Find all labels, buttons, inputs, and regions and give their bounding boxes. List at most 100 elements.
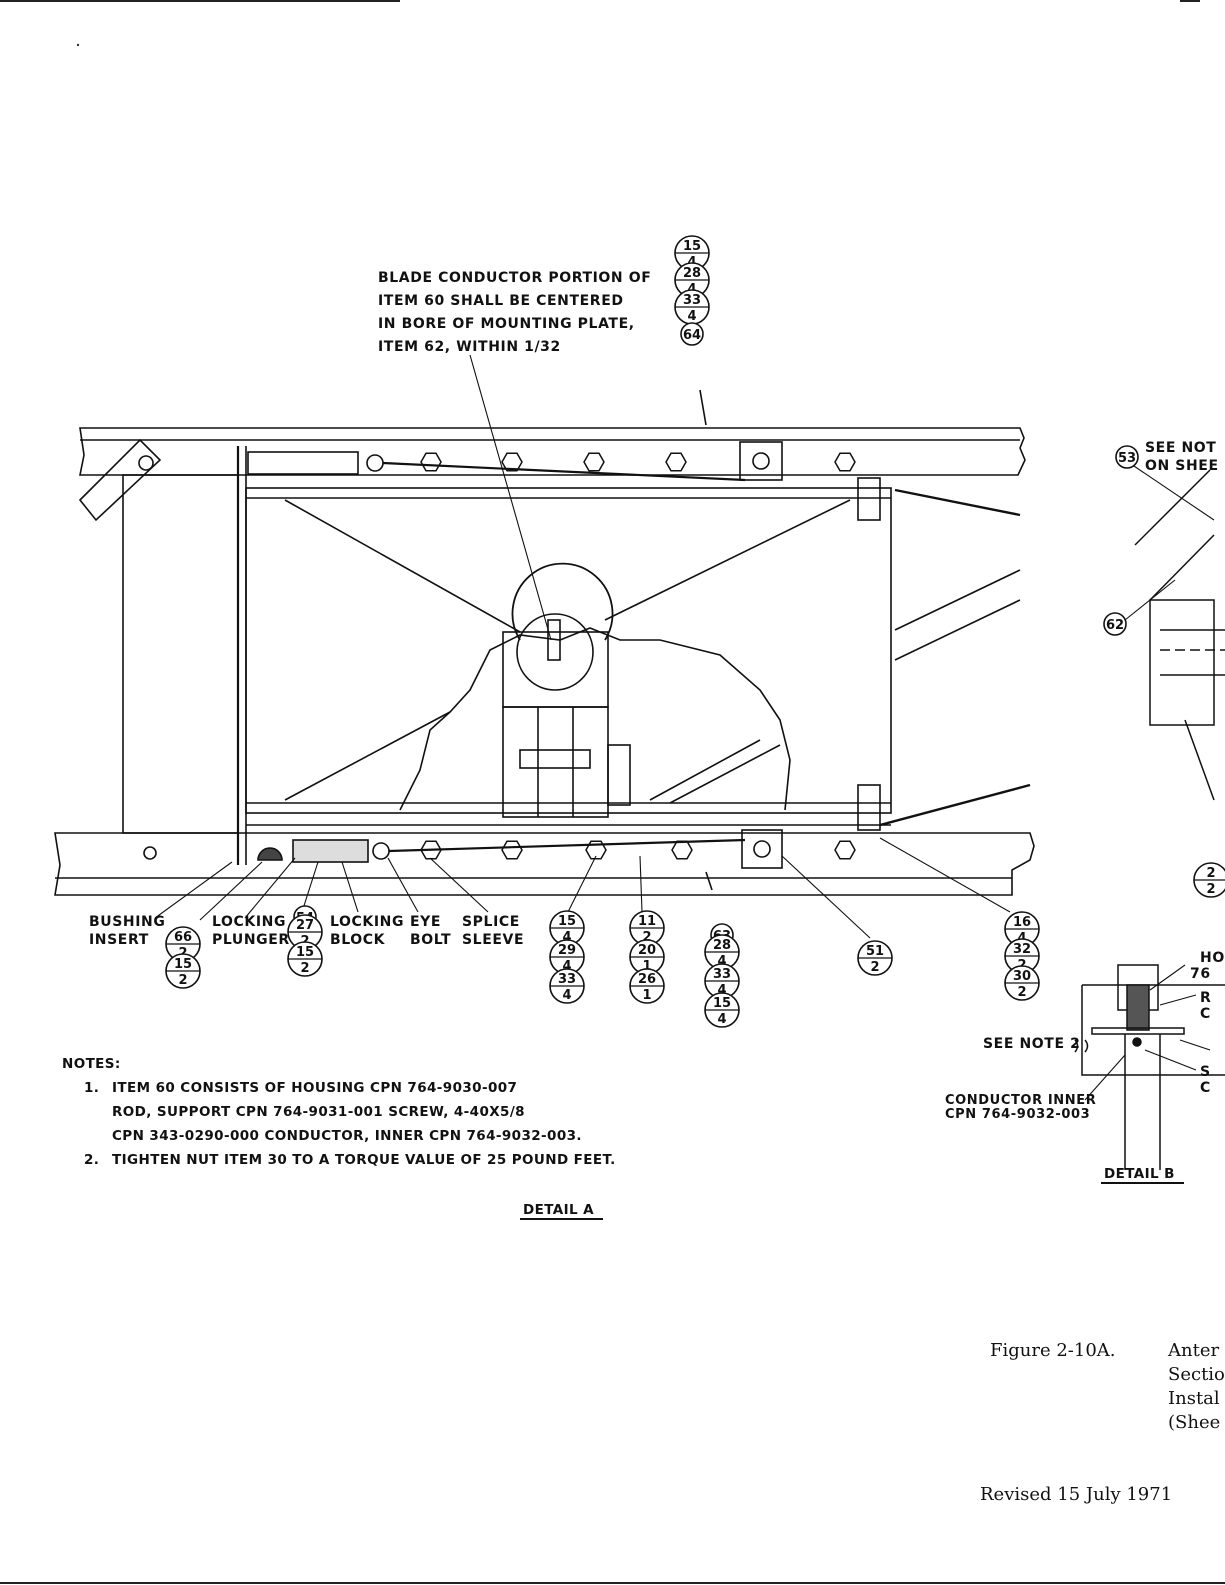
figure-title-line: (Shee bbox=[1168, 1412, 1220, 1433]
label-c2: C bbox=[1200, 1080, 1211, 1096]
top-turnbuckle bbox=[247, 451, 359, 475]
top-rail bbox=[79, 427, 1026, 476]
note-2-num: 2. bbox=[84, 1152, 99, 1168]
hex-nut bbox=[420, 840, 442, 860]
top-cable bbox=[382, 461, 746, 482]
label-r: R bbox=[1200, 990, 1211, 1006]
bottom-rail-nuts bbox=[420, 840, 856, 860]
bubble-item-number: 15 bbox=[558, 914, 576, 929]
bubble-quantity: 4 bbox=[562, 930, 571, 945]
hex-nut bbox=[501, 452, 523, 472]
callout-top: BLADE CONDUCTOR PORTION OF ITEM 60 SHALL… bbox=[378, 270, 651, 355]
item-bubble: 261 bbox=[629, 968, 665, 1004]
figure-title-line: Anter bbox=[1167, 1340, 1219, 1361]
b-screw bbox=[1126, 984, 1150, 1031]
note-1-line: ITEM 60 CONSISTS OF HOUSING CPN 764-9030… bbox=[112, 1080, 517, 1096]
label-conductor-inner: CONDUCTOR INNER bbox=[945, 1093, 1096, 1108]
bubble-item-number: 66 bbox=[174, 930, 192, 945]
leader-plunger bbox=[244, 857, 296, 919]
item-bubble: 512 bbox=[857, 940, 893, 976]
leader-eyebolt bbox=[387, 857, 419, 913]
detail-b-drawing bbox=[1074, 469, 1225, 1170]
figure-caption: Figure 2-10A. Anter Sectio Instal (Shee bbox=[990, 1340, 1225, 1433]
bubble-item-number: 30 bbox=[1013, 969, 1031, 984]
leader-15a bbox=[567, 855, 597, 913]
bracket-foot bbox=[607, 744, 631, 806]
bubble-item-number: 20 bbox=[638, 943, 656, 958]
leader-54 bbox=[301, 861, 319, 913]
b-diag-3 bbox=[1184, 719, 1215, 801]
item-bubble: 284 bbox=[704, 934, 740, 970]
b-conductor bbox=[1124, 1034, 1161, 1170]
item-bubble: 322 bbox=[1004, 938, 1040, 974]
figure-title-line: Instal bbox=[1168, 1388, 1220, 1409]
notes-heading: NOTES: bbox=[62, 1056, 121, 1072]
bubble-item-number: 33 bbox=[558, 972, 576, 987]
leader-lines bbox=[154, 354, 1215, 939]
label-plunger: PLUNGER bbox=[212, 932, 290, 948]
bubble-item-number: 64 bbox=[683, 328, 701, 343]
left-post bbox=[122, 474, 239, 834]
bubble-quantity: 1 bbox=[642, 988, 651, 1003]
right-strut-1 bbox=[894, 569, 1021, 631]
top-rail-nuts bbox=[420, 452, 856, 472]
bubble-quantity: 2 bbox=[300, 961, 309, 976]
label-76: 76 bbox=[1190, 966, 1211, 982]
b-diag-2 bbox=[1149, 534, 1215, 601]
part-labels: BUSHING INSERT LOCKING PLUNGER LOCKING B… bbox=[89, 914, 1225, 1122]
item-bubble: 112 bbox=[629, 910, 665, 946]
leader-splice bbox=[429, 857, 489, 913]
note-2-line: TIGHTEN NUT ITEM 30 TO A TORQUE VALUE OF… bbox=[112, 1152, 616, 1168]
locking-block-shape bbox=[292, 839, 369, 863]
hex-nut bbox=[834, 840, 856, 860]
top-right-bolt bbox=[857, 477, 881, 521]
hex-nut bbox=[583, 452, 605, 472]
label-hou: HOU bbox=[1200, 950, 1225, 966]
label-locking-2: LOCKING bbox=[330, 914, 404, 930]
label-insert: INSERT bbox=[89, 932, 149, 948]
bushing-insert-shape bbox=[257, 847, 283, 861]
clamp-bar bbox=[519, 749, 591, 769]
b-diag-1 bbox=[1134, 469, 1211, 546]
b-leader-cond bbox=[1084, 1054, 1126, 1101]
leader-51 bbox=[781, 855, 871, 939]
housing-arc bbox=[511, 562, 614, 641]
item-bubble: 154 bbox=[704, 992, 740, 1028]
bubble-item-number: 28 bbox=[683, 266, 701, 281]
label-bolt: BOLT bbox=[410, 932, 451, 948]
label-locking: LOCKING bbox=[212, 914, 286, 930]
bubble-circle bbox=[680, 322, 704, 346]
label-conductor-cpn: CPN 764-9032-003 bbox=[945, 1107, 1090, 1122]
see-note-label: SEE NOT bbox=[1145, 440, 1216, 456]
leader-16 bbox=[879, 837, 1011, 913]
callout-line: IN BORE OF MOUNTING PLATE, bbox=[378, 316, 635, 332]
bubble-item-number: 15 bbox=[174, 957, 192, 972]
bubble-quantity: 2 bbox=[642, 930, 651, 945]
bubble-quantity: 2 bbox=[1206, 882, 1215, 897]
label-c: C bbox=[1200, 1006, 1211, 1022]
note-1-num: 1. bbox=[84, 1080, 99, 1096]
angle-bracket-hole bbox=[138, 455, 154, 471]
detail-b-title: DETAIL B bbox=[1104, 1166, 1175, 1182]
b-pin bbox=[1132, 1037, 1142, 1047]
rail-hole bbox=[143, 846, 157, 860]
top-eyebolt bbox=[366, 454, 384, 472]
callout-line: ITEM 60 SHALL BE CENTERED bbox=[378, 293, 624, 309]
hex-nut bbox=[671, 840, 693, 860]
bubble-item-number: 15 bbox=[296, 945, 314, 960]
leader-53 bbox=[1127, 461, 1215, 521]
wire-lower bbox=[879, 783, 1031, 827]
note-1-line: ROD, SUPPORT CPN 764-9031-001 SCREW, 4-4… bbox=[112, 1104, 525, 1120]
detail-a-title: DETAIL A bbox=[523, 1202, 594, 1218]
bubble-item-number: 28 bbox=[713, 938, 731, 953]
bubble-item-number: 29 bbox=[558, 943, 576, 958]
bubble-item-number: 33 bbox=[713, 967, 731, 982]
item-bubble: 294 bbox=[549, 939, 585, 975]
bubble-circle bbox=[1103, 612, 1127, 636]
bubble-quantity: 1 bbox=[642, 959, 651, 974]
see-note-label: ON SHEE bbox=[1145, 458, 1219, 474]
label-see-note-2: SEE NOTE 2 bbox=[983, 1036, 1080, 1052]
bubble-item-number: 16 bbox=[1013, 915, 1031, 930]
item-bubble: 334 bbox=[674, 289, 710, 325]
